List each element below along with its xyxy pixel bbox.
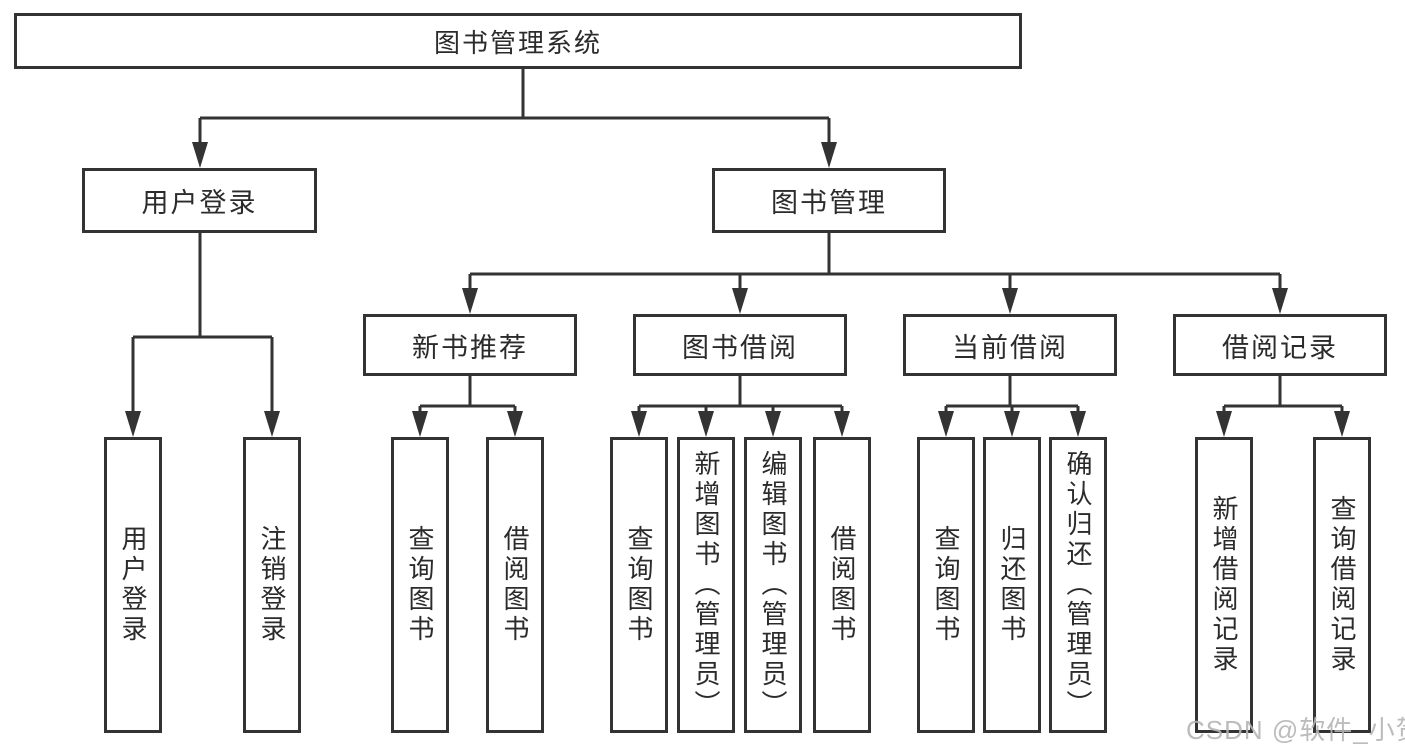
leaf-cb-confirm-return-admin: 确认归还（管理员） [1049,437,1107,733]
node-new-book-recommend: 新书推荐 [363,314,577,376]
leaf-bb-edit-books-admin: 编辑图书（管理员） [744,437,802,733]
node-library-management-system: 图书管理系统 [14,13,1022,69]
leaf-logout-login: 注销登录 [243,437,301,733]
leaf-cb-return-books: 归还图书 [983,437,1041,733]
node-book-management: 图书管理 [712,168,946,233]
leaf-bb-add-books-admin: 新增图书（管理员） [677,437,735,733]
node-current-borrowing: 当前借阅 [903,314,1117,376]
node-borrowing-records: 借阅记录 [1173,314,1387,376]
leaf-br-add-borrow-record: 新增借阅记录 [1195,437,1253,733]
watermark: CSDN @软件_小贺同学 [1186,715,1405,745]
leaf-bb-query-books: 查询图书 [610,437,668,733]
leaf-cb-query-books: 查询图书 [917,437,975,733]
node-book-borrowing: 图书借阅 [633,314,847,376]
leaf-br-query-borrow-record: 查询借阅记录 [1313,437,1371,733]
leaf-bb-borrow-books: 借阅图书 [813,437,871,733]
leaf-user-login: 用户登录 [104,437,162,733]
leaf-nbr-query-books: 查询图书 [391,437,449,733]
leaf-nbr-borrow-books: 借阅图书 [486,437,544,733]
node-user-login: 用户登录 [82,168,317,233]
